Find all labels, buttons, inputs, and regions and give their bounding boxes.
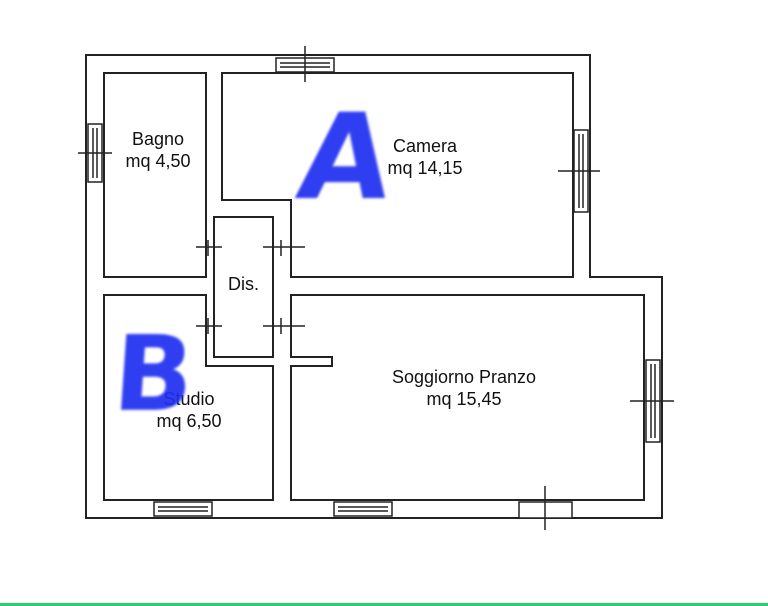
camera-label: Camera mq 14,15 [370,135,480,179]
bagno-room-outline [103,72,207,278]
camera-room-outline [221,72,574,278]
camera-area: mq 14,15 [387,158,463,178]
dis-label: Dis. [214,273,273,295]
studio-name: Studio [163,389,215,409]
bagno-area: mq 4,50 [125,151,191,171]
bagno-name: Bagno [131,129,185,149]
dis-name: Dis. [228,274,259,294]
door-soggiorno-mark [263,318,305,334]
soggiorno-label: Soggiorno Pranzo mq 15,45 [362,366,566,410]
window-left-bagno [78,123,112,183]
soggiorno-name: Soggiorno Pranzo [391,367,537,387]
door-bottom-soggiorno [518,486,573,530]
window-right-soggiorno [630,359,674,443]
camera-name: Camera [392,136,458,156]
window-bottom-soggiorno [333,501,393,517]
window-top-camera [275,46,335,82]
bagno-label: Bagno mq 4,50 [112,128,204,172]
annotation-a: A [290,88,402,226]
door-studio-mark [196,318,222,334]
window-bottom-studio [153,501,213,517]
soggiorno-room-outline [290,294,645,501]
studio-room-outline [103,294,274,501]
door-bagno-mark [196,240,222,256]
footer-divider [0,603,768,606]
annotation-b: B [109,313,198,435]
studio-label: Studio mq 6,50 [140,388,238,432]
studio-area: mq 6,50 [156,411,222,431]
window-right-camera [558,129,600,213]
soggiorno-area: mq 15,45 [426,389,502,409]
dis-corridor-outline [213,216,274,358]
door-camera-mark [263,240,305,256]
outer-wall [85,54,663,519]
